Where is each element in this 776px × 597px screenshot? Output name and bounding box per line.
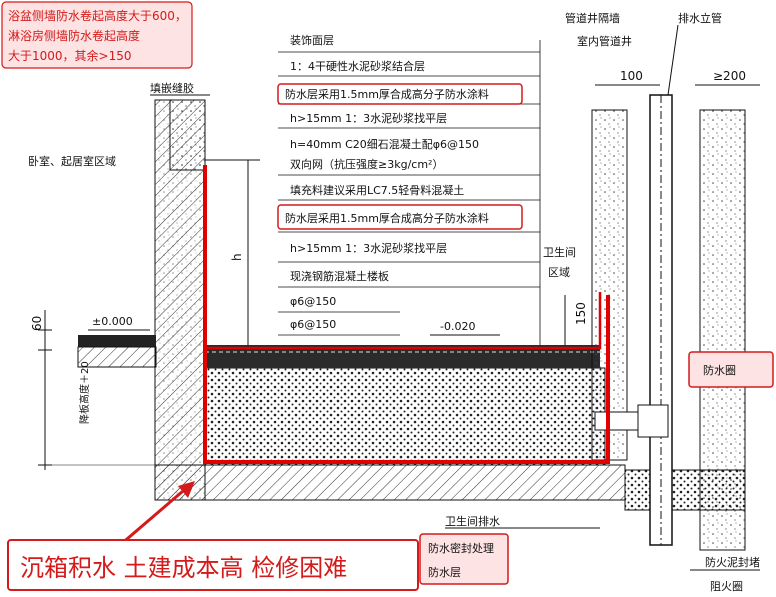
- label-bathroom-1: 卫生间: [543, 245, 576, 259]
- label-pipe-shaft: 室内管道井: [577, 34, 632, 48]
- dim-150: 150: [574, 302, 588, 325]
- waterproof-callout-1: [277, 83, 523, 105]
- waterproof-callout-2: [277, 204, 523, 230]
- dim-100: 100: [620, 69, 643, 83]
- drop-height-label: 降板高度＋20: [78, 361, 91, 424]
- label-slab: 现浇钢筋混凝土楼板: [290, 269, 389, 283]
- note-line-2: 淋浴房侧墙防水卷起高度: [8, 28, 140, 43]
- label-fill: 填充料建议采用LC7.5轻骨料混凝土: [290, 183, 464, 197]
- label-bathroom-drain: 卫生间排水: [445, 514, 500, 528]
- h-dimension: h: [230, 253, 244, 261]
- elevation-zero: ±0.000: [92, 315, 133, 328]
- note-box: [1, 1, 193, 69]
- label-waterproof-2: 防水层采用1.5mm厚合成高分子防水涂料: [285, 211, 489, 225]
- label-waterproof-1: 防水层采用1.5mm厚合成高分子防水涂料: [285, 87, 489, 101]
- label-seal: 防水密封处理: [428, 541, 494, 555]
- problem-arrow: [119, 483, 191, 547]
- fill-layer: [204, 367, 606, 466]
- label-finish: 装饰面层: [290, 33, 334, 47]
- label-bedroom: 卧室、起居室区域: [28, 154, 116, 168]
- label-rebar-1: φ6@150: [290, 295, 336, 308]
- label-leveling-1: h>15mm 1：3水泥砂浆找平层: [290, 111, 447, 125]
- drain-pipe: [594, 94, 673, 546]
- label-waterproof-ring: 防水圈: [703, 363, 736, 377]
- label-concrete-1: h=40mm C20细石混凝土配φ6@150: [290, 137, 479, 151]
- bedroom-floor: [77, 335, 157, 368]
- note-line-1: 浴盆侧墙防水卷起高度大于600，: [8, 8, 187, 23]
- problem-banner-text: 沉箱积水 土建成本高 检修困难: [20, 554, 347, 582]
- label-fire-mortar: 防火泥封堵: [705, 555, 760, 569]
- upper-wall: [169, 99, 206, 171]
- waterproof-membrane: [203, 165, 610, 464]
- label-waterproof-layer: 防水层: [428, 565, 461, 579]
- label-drain-riser: 排水立管: [678, 11, 722, 25]
- label-bonding: 1：4干硬性水泥砂浆结合层: [290, 59, 425, 73]
- finish-layers: [205, 345, 600, 368]
- left-dimension: [38, 310, 155, 470]
- label-pipe-wall: 管道井隔墙: [565, 11, 620, 25]
- label-caulk: 填嵌缝胶: [150, 81, 194, 95]
- problem-banner: [7, 539, 419, 591]
- dim-200: ≥200: [713, 69, 746, 83]
- waterproof-ring-callout: [688, 351, 774, 388]
- seal-callout: [419, 533, 509, 585]
- elevation-negative: -0.020: [440, 320, 475, 333]
- label-fire-ring: 阻火圈: [710, 580, 743, 593]
- label-rebar-2: φ6@150: [290, 318, 336, 331]
- note-line-3: 大于1000，其余>150: [8, 48, 132, 63]
- label-concrete-2: 双向网（抗压强度≥3kg/cm²）: [290, 157, 443, 171]
- label-bathroom-2: 区域: [548, 266, 570, 279]
- dim-60: 60: [30, 316, 44, 331]
- floor-slab: [154, 464, 626, 501]
- label-leveling-2: h>15mm 1：3水泥砂浆找平层: [290, 241, 447, 255]
